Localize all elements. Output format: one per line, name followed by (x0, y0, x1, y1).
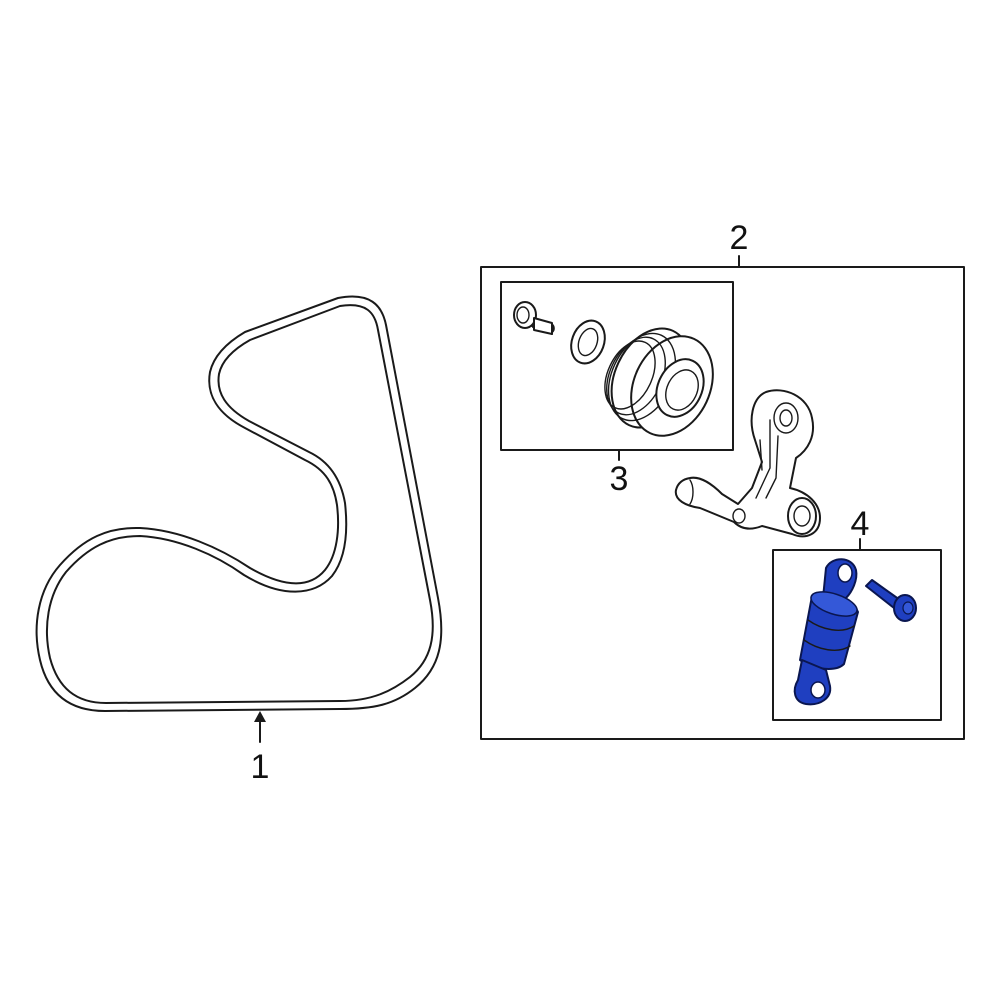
tensioner-assembly-box (480, 266, 965, 740)
idler-pulley[interactable] (595, 316, 729, 450)
callout-label-3: 3 (610, 460, 629, 498)
pulley-washer[interactable] (565, 316, 610, 368)
callout-leader-1 (254, 711, 266, 743)
callout-label-2: 2 (730, 219, 749, 257)
callout-label-1: 1 (251, 748, 270, 786)
callout-label-4: 4 (851, 505, 870, 543)
pulley-bolt[interactable] (513, 301, 555, 335)
damper[interactable] (793, 558, 860, 706)
idler-pulley-box (500, 281, 734, 451)
drive-belt[interactable] (35, 295, 443, 712)
damper-bolt[interactable] (865, 579, 917, 622)
tensioner-arm[interactable] (674, 389, 821, 538)
damper-box (772, 549, 942, 721)
